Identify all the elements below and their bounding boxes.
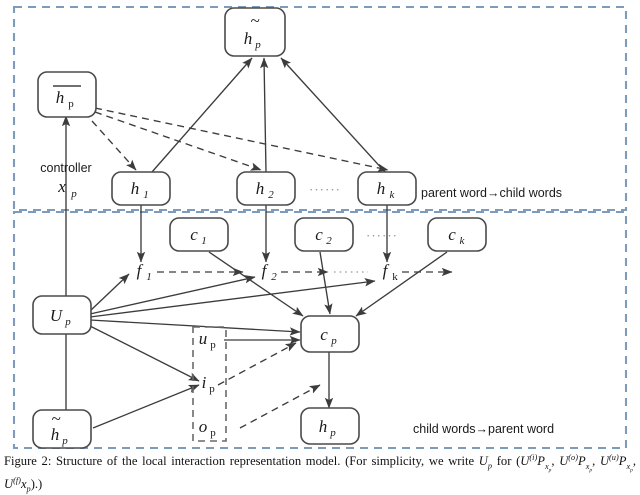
ellipsis-h-row: ······ xyxy=(309,182,341,197)
node-label-h-tilde-top: h xyxy=(244,29,253,48)
node-sub-c2: 2 xyxy=(326,235,332,247)
gate-ip: i p xyxy=(202,373,216,395)
gate-up: u p xyxy=(199,329,217,351)
controller-x: x xyxy=(57,177,66,196)
node-label-hk: h xyxy=(377,179,386,198)
edge-hbar-to-h2 xyxy=(94,111,262,171)
node-label-c1: c xyxy=(190,225,198,244)
forget-gate-f2: f 2 xyxy=(262,261,278,283)
edge-Up-to-ip xyxy=(89,325,200,382)
node-cp[interactable]: c p xyxy=(300,315,360,353)
edge-op-to-hp xyxy=(239,384,321,429)
node-h2[interactable]: h 2 xyxy=(236,171,296,206)
node-h-bar-left[interactable]: h p xyxy=(37,71,97,118)
node-c2[interactable]: c 2 xyxy=(294,217,354,252)
edge-ck-to-cp xyxy=(355,251,448,317)
node-label-h-bar: h xyxy=(56,88,65,107)
edge-layer xyxy=(61,57,453,447)
node-hk[interactable]: h k xyxy=(357,171,417,206)
label-f1: f xyxy=(137,261,144,280)
label-f2: f xyxy=(262,261,269,280)
edge-htildelow-to-ip xyxy=(92,384,200,429)
forget-gate-fk: f k xyxy=(383,261,399,283)
node-ck[interactable]: c k xyxy=(427,217,487,252)
figure-caption: Figure 2: Structure of the local interac… xyxy=(4,452,636,495)
edge-Up-to-f1 xyxy=(89,273,130,312)
controller-label: controller x p xyxy=(40,161,91,200)
node-sub-h1: 1 xyxy=(143,189,149,201)
region-top-frame xyxy=(12,5,628,212)
node-h-tilde-top[interactable]: ~ h p xyxy=(224,7,286,57)
controller-x-sub: p xyxy=(70,188,77,200)
ellipsis-c-row: ······ xyxy=(366,228,398,243)
node-label-ck: c xyxy=(448,225,456,244)
forget-gate-f1: f 1 xyxy=(137,261,152,283)
node-label-Up: U xyxy=(50,306,64,325)
edge-Up-to-fk xyxy=(89,278,376,318)
caption-number: Figure 2: xyxy=(4,454,52,469)
sub-fk: k xyxy=(392,271,398,283)
sub-ip-gate: p xyxy=(209,383,215,395)
node-sub-h-tilde-low: p xyxy=(61,435,68,447)
node-h-tilde-low[interactable]: ~ h p xyxy=(32,409,92,449)
node-c1[interactable]: c 1 xyxy=(169,217,229,252)
node-sub-h2: 2 xyxy=(268,189,274,201)
region-bottom-label: child words→parent word xyxy=(413,422,554,436)
label-up-gate: u xyxy=(199,329,208,348)
node-label-hp: h xyxy=(319,417,328,436)
node-label-h1: h xyxy=(131,179,140,198)
edge-Up-to-f2 xyxy=(89,275,256,315)
accent-tilde-low: ~ xyxy=(51,409,60,428)
node-label-c2: c xyxy=(315,225,323,244)
edge-c1-to-cp xyxy=(208,251,304,317)
node-label-cp: c xyxy=(320,325,328,344)
label-fk: f xyxy=(383,261,390,280)
edge-hk-to-htilde xyxy=(280,57,386,173)
node-label-h2: h xyxy=(256,179,265,198)
label-ip-gate: i xyxy=(202,373,207,392)
diagram-canvas: ~ h p h p controller x p h 1 h 2 xyxy=(12,5,628,450)
gate-stack[interactable]: u p i p o p xyxy=(192,326,227,442)
sub-op-gate: p xyxy=(210,427,216,439)
controller-text: controller xyxy=(40,161,91,175)
caption-formula: Up for (U(i)Pxp, U(o)Pxp, U(u)Pxp, U(f)x… xyxy=(4,453,637,494)
node-sub-cp: p xyxy=(330,335,337,347)
region-top-label: parent word→child words xyxy=(421,186,562,200)
edge-c2-to-cp xyxy=(319,251,333,315)
caption-text: Structure of the local interaction repre… xyxy=(56,454,475,469)
node-Up[interactable]: U p xyxy=(32,295,92,335)
node-sub-c1: 1 xyxy=(201,235,207,247)
accent-tilde-top: ~ xyxy=(250,11,259,30)
node-sub-h-tilde-top: p xyxy=(254,39,261,51)
node-sub-hk: k xyxy=(390,189,396,201)
edge-Up-to-cp xyxy=(89,319,301,336)
edge-hbar-to-hk xyxy=(94,107,389,172)
node-sub-ck: k xyxy=(460,235,466,247)
sub-f2: 2 xyxy=(271,271,277,283)
node-sub-hp: p xyxy=(329,427,336,439)
region-bottom-frame xyxy=(12,210,628,450)
edge-h1-to-htilde xyxy=(151,57,253,173)
node-sub-h-bar: p xyxy=(68,98,74,110)
label-op-gate: o xyxy=(199,417,208,436)
node-label-h-tilde-low: h xyxy=(51,425,60,444)
node-hp[interactable]: h p xyxy=(300,407,360,445)
sub-f1: 1 xyxy=(146,271,152,283)
edge-hbar-to-h1 xyxy=(91,120,137,171)
node-sub-Up: p xyxy=(64,316,71,328)
edge-h2-to-htilde xyxy=(259,57,269,173)
edge-ip-to-cp xyxy=(217,342,297,386)
sub-up-gate: p xyxy=(210,339,216,351)
gate-op: o p xyxy=(199,417,217,439)
node-h1[interactable]: h 1 xyxy=(111,171,171,206)
